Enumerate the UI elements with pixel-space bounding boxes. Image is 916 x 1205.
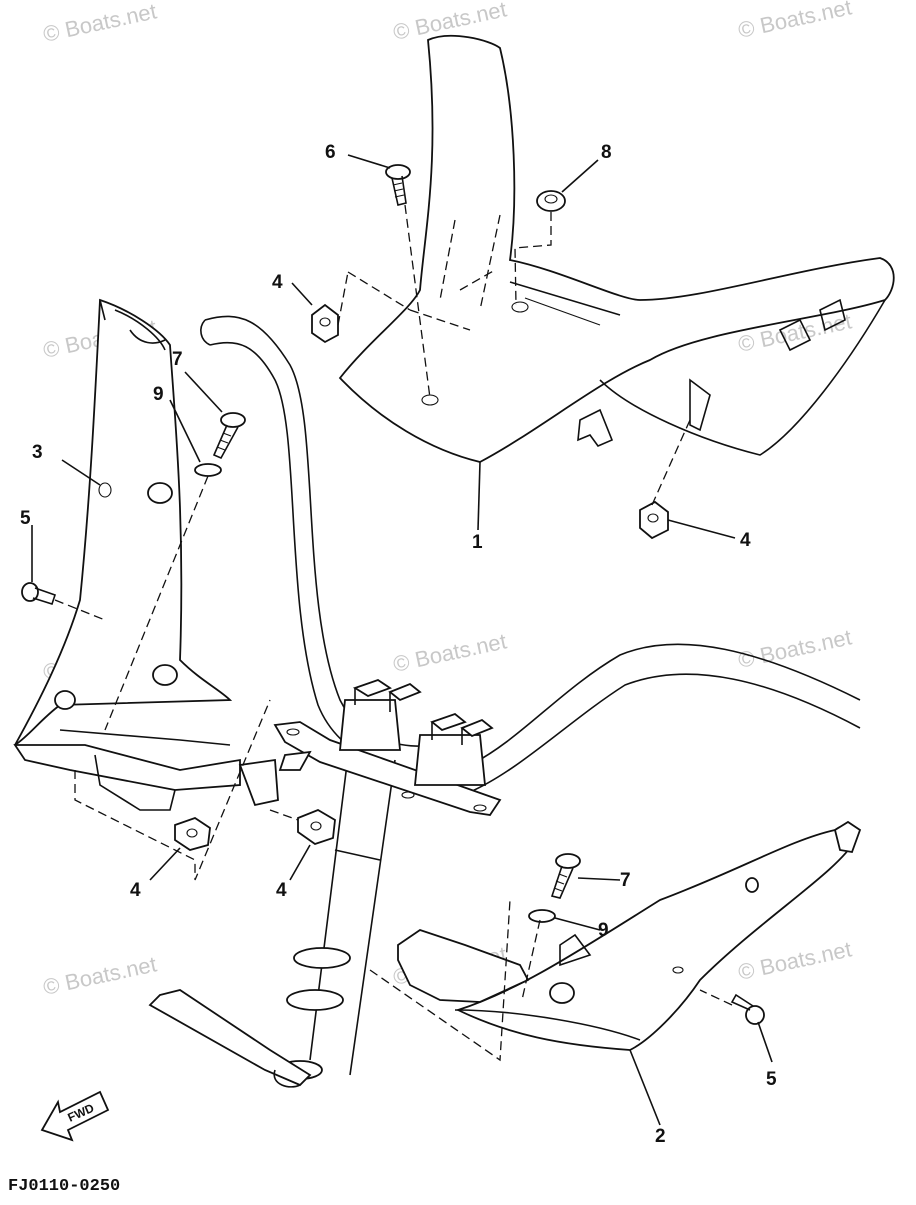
callout-9-right: 9 — [598, 920, 609, 941]
drawing-code: FJ0110-0250 — [8, 1177, 120, 1196]
watermark-text: © Boats.net — [41, 0, 159, 47]
callout-4-lower-left: 4 — [130, 880, 141, 901]
callout-5-left: 5 — [20, 508, 31, 529]
callout-1: 1 — [472, 532, 483, 553]
fwd-arrow: FWD — [40, 1090, 110, 1142]
steering-column — [148, 739, 396, 1088]
tab-bracket — [238, 758, 279, 807]
fwd-arrow-icon — [40, 1090, 110, 1142]
right-side-cover — [397, 820, 862, 1051]
watermark-text: © Boats.net — [736, 624, 854, 672]
screw-7-top — [212, 412, 246, 460]
callout-2: 2 — [655, 1126, 666, 1147]
screw-6 — [385, 164, 411, 206]
watermark-text: © Boats.net — [41, 951, 159, 999]
clip-nut-4-lower-left — [174, 817, 211, 851]
leader-lines — [31, 154, 773, 1126]
hardware — [21, 164, 765, 1025]
callout-9-top: 9 — [153, 384, 164, 405]
callout-3: 3 — [32, 442, 43, 463]
screw-5-left — [21, 582, 57, 605]
upper-handlebar-cover — [338, 34, 895, 463]
watermark-text: © Boats.net — [736, 0, 854, 43]
callout-7-top: 7 — [172, 349, 183, 370]
washer-9-right — [528, 909, 556, 923]
callout-4-top: 4 — [272, 272, 283, 293]
washer-9-top — [194, 463, 222, 477]
callout-7-right: 7 — [620, 870, 631, 891]
clip-nut-4-right — [639, 500, 669, 540]
watermark-text: © Boats.net — [736, 936, 854, 984]
callout-5-right: 5 — [766, 1069, 777, 1090]
left-side-cover — [13, 298, 241, 811]
clip-nut-4-lower-middle — [297, 809, 336, 845]
column-clamp — [273, 679, 502, 816]
callout-4-lower-middle: 4 — [276, 880, 287, 901]
callout-labels: 1 2 3 4 4 4 4 5 5 6 7 7 8 9 9 — [20, 142, 777, 1147]
callout-4-right: 4 — [740, 530, 751, 551]
screw-7-right — [550, 853, 581, 899]
callout-8: 8 — [601, 142, 612, 163]
grommet-8 — [536, 190, 566, 212]
callout-6: 6 — [325, 142, 336, 163]
clip-nut-4-top — [311, 303, 339, 344]
watermark-text: © Boats.net — [391, 628, 509, 676]
screw-5-right — [730, 993, 765, 1025]
